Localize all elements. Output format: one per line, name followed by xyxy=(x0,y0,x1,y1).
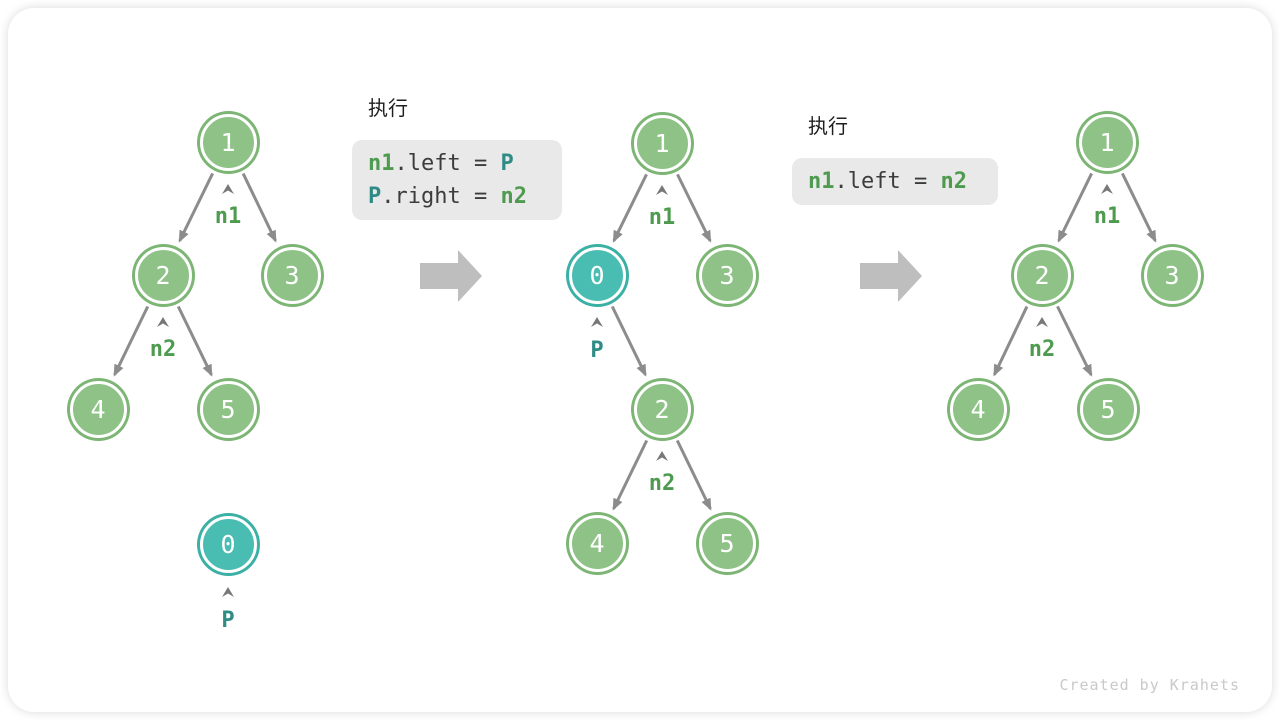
code-header: 执行 xyxy=(808,116,848,138)
pointer-caret-icon xyxy=(656,185,668,195)
transition-arrow-icon xyxy=(860,250,922,302)
transition-arrow-icon xyxy=(420,250,482,302)
code-token: P xyxy=(368,184,382,209)
tree-node: 0 xyxy=(199,515,257,573)
tree-node: 2 xyxy=(633,380,691,438)
code-token: P xyxy=(500,151,514,176)
code-token: .right = xyxy=(381,184,501,209)
pointer-caret-icon xyxy=(222,184,234,194)
code-token: n1 xyxy=(808,169,835,194)
tree-node: 5 xyxy=(698,514,756,572)
tree-node: 5 xyxy=(1079,380,1137,438)
code-annotation-2: 执行 n1.left = n2 xyxy=(792,116,998,205)
pointer-label: P xyxy=(221,608,235,633)
pointer-label: n1 xyxy=(214,204,242,229)
tree-node: 1 xyxy=(633,114,691,172)
code-line: n1.left = P xyxy=(368,147,546,180)
code-header: 执行 xyxy=(368,98,408,120)
pointer-caret-icon xyxy=(157,317,169,327)
tree-node: 3 xyxy=(698,246,756,304)
tree-node: 4 xyxy=(568,514,626,572)
tree-node: 1 xyxy=(1078,113,1136,171)
watermark: Created by Krahets xyxy=(1059,676,1240,694)
tree-node: 3 xyxy=(1143,246,1201,304)
tree-node: 2 xyxy=(134,246,192,304)
tree-node: 3 xyxy=(263,246,321,304)
pointer-caret-icon xyxy=(591,317,603,327)
code-token: .left = xyxy=(394,151,501,176)
tree-node: 4 xyxy=(949,380,1007,438)
pointer-label: n2 xyxy=(648,471,676,496)
code-token: n2 xyxy=(500,184,527,209)
pointer-caret-icon xyxy=(656,451,668,461)
tree-node: 5 xyxy=(199,380,257,438)
pointer-label: n1 xyxy=(1093,204,1121,229)
tree-node: 0 xyxy=(568,246,626,304)
code-token: n2 xyxy=(940,169,967,194)
code-line: P.right = n2 xyxy=(368,180,546,213)
tree-node: 1 xyxy=(199,113,257,171)
code-token: .left = xyxy=(834,169,941,194)
code-token: n1 xyxy=(368,151,395,176)
pointer-label: n1 xyxy=(648,205,676,230)
code-box: n1.left = n2 xyxy=(792,158,998,205)
pointer-label: n2 xyxy=(149,337,177,362)
pointer-caret-icon xyxy=(1101,184,1113,194)
code-line: n1.left = n2 xyxy=(808,165,982,198)
pointer-caret-icon xyxy=(1036,317,1048,327)
pointer-label: n2 xyxy=(1028,337,1056,362)
tree-node: 4 xyxy=(69,380,127,438)
tree-node: 2 xyxy=(1013,246,1071,304)
pointer-caret-icon xyxy=(222,587,234,597)
pointer-label: P xyxy=(590,338,604,363)
